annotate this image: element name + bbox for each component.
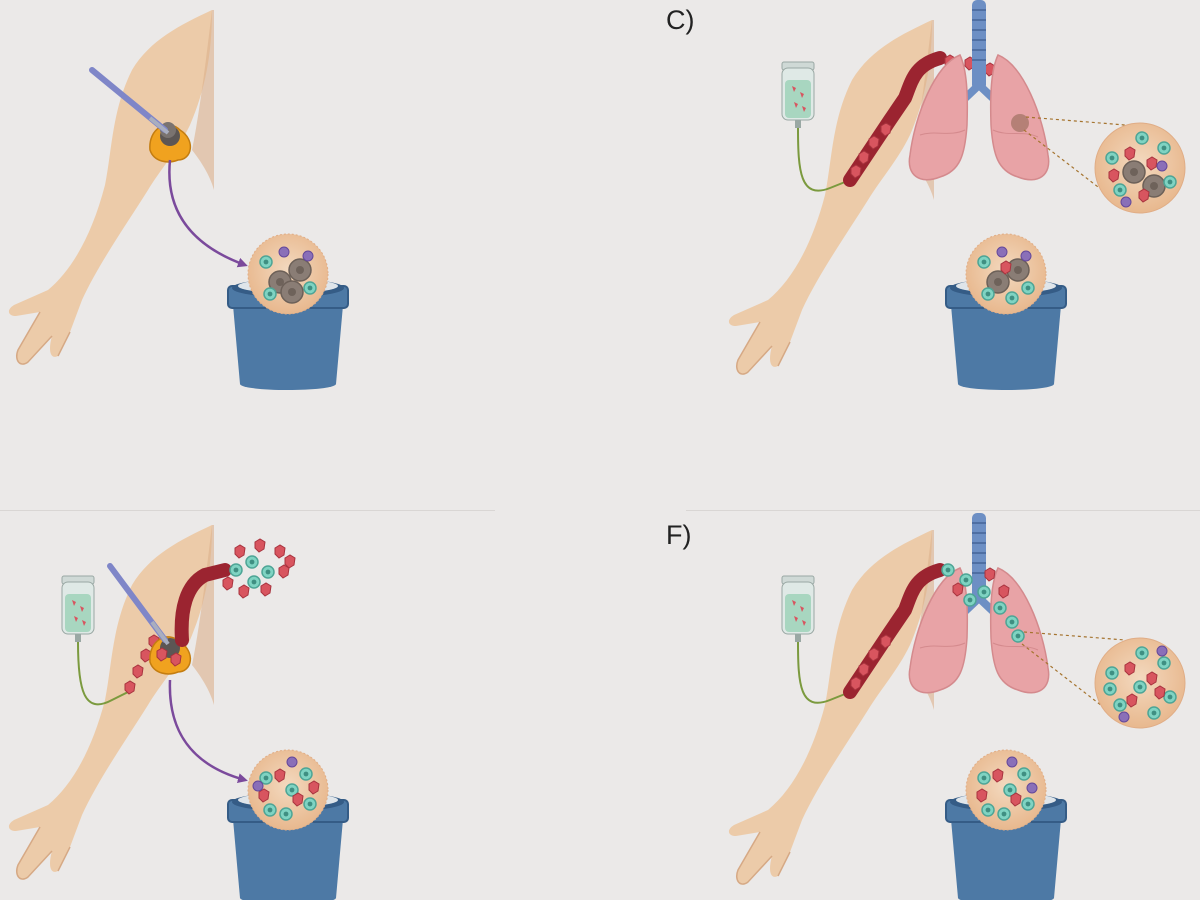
blood-vessel-icon	[843, 563, 947, 699]
blood-vessel-icon	[174, 563, 232, 647]
organoid-icon	[247, 749, 329, 831]
panel-label-f: F)	[666, 520, 692, 550]
iv-tube-icon	[77, 641, 129, 706]
arm-icon	[8, 9, 215, 365]
panel-a	[8, 9, 349, 391]
scalpel-icon	[89, 67, 170, 135]
transfer-arrow-icon	[168, 159, 248, 268]
zoom-lines-icon	[1021, 631, 1126, 717]
transfer-arrow-icon	[168, 679, 248, 783]
immune-cells-icon	[222, 538, 296, 599]
lung-tumor-icon	[1011, 114, 1029, 132]
organoid-icon	[247, 233, 329, 315]
iv-bag-icon	[781, 575, 815, 643]
blood-vessel-icon	[843, 51, 947, 187]
arm-icon	[8, 524, 215, 880]
panel-divider-right	[686, 510, 1200, 511]
panel-c	[728, 0, 1186, 391]
iv-tube-icon	[797, 641, 851, 704]
organoid-icon	[965, 749, 1047, 831]
iv-bag-icon	[781, 61, 815, 129]
iv-bag-icon	[61, 575, 95, 643]
zoom-inset-organoid-icon	[1094, 637, 1186, 729]
panel-d	[8, 524, 349, 900]
arm-icon	[728, 529, 935, 885]
organoid-icon	[965, 233, 1047, 315]
zoom-lines-icon	[1023, 116, 1126, 201]
scalpel-icon	[107, 563, 170, 646]
panel-divider-left	[0, 510, 495, 511]
iv-tube-icon	[797, 127, 851, 192]
panel-f	[728, 513, 1186, 900]
zoom-inset-organoid-icon	[1094, 122, 1186, 214]
arm-icon	[728, 19, 935, 375]
panel-label-c: C)	[666, 5, 695, 35]
